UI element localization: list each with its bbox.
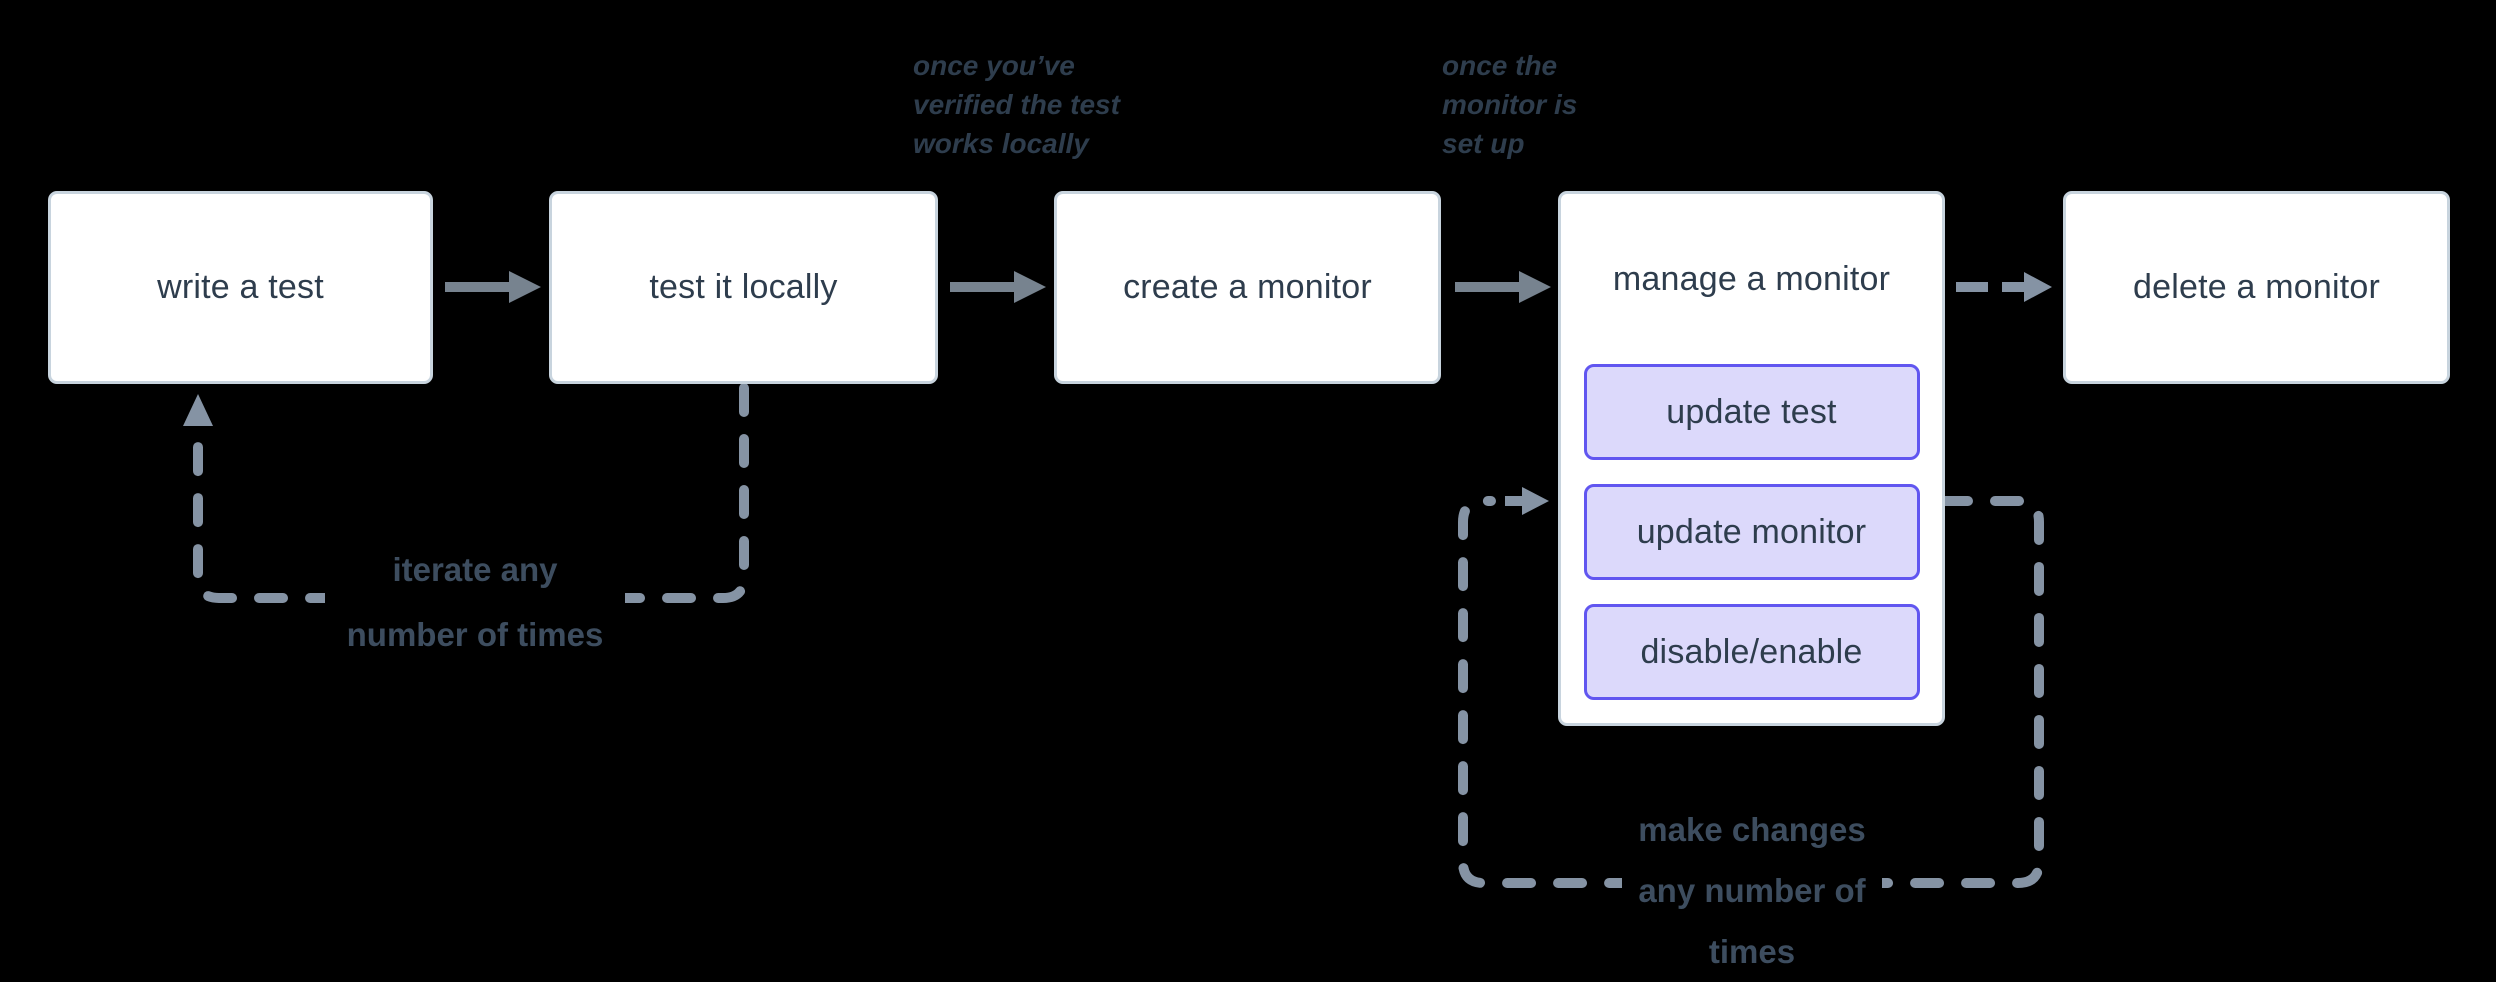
annotation-line: once you’ve [913,50,1075,81]
loop-changes-arrowhead [1522,487,1549,515]
subbox-update-test: update test [1583,364,1920,460]
node-label: create a monitor [1123,268,1372,306]
loop-label-line: make changes [1638,811,1866,848]
subbox-update-monitor: update monitor [1583,484,1920,580]
loop-label-line: iterate any [392,551,558,588]
annotation-line: works locally [913,128,1089,159]
node-label: delete a monitor [2132,268,2380,306]
loop-label-line: any number of [1638,872,1866,909]
annotation-verified-locally: once you’ve verified the test works loca… [913,46,1120,163]
loop-changes [1458,487,2044,888]
node-label: write a test [157,268,324,306]
loop-changes-path [1458,496,2044,888]
subbox-disable-enable: disable/enable [1583,604,1920,700]
loop-label-line: times [1708,933,1796,970]
annotation-line: verified the test [913,89,1120,120]
loop-label-line: number of times [346,616,604,653]
annotation-monitor-setup: once the monitor is set up [1442,46,1577,163]
loop-iterate-arrowhead [183,394,213,426]
arrow-test-to-create [950,271,1046,303]
arrow-create-to-manage [1455,271,1551,303]
loop-label-make-changes: make changes any number of times [1622,799,1882,982]
node-delete-monitor: delete a monitor [2063,191,2450,384]
loop-label-iterate: iterate any number of times [325,537,625,667]
node-create-monitor: create a monitor [1054,191,1441,384]
annotation-line: monitor is [1442,89,1578,120]
arrow-write-to-test [445,271,541,303]
node-label: test it locally [649,268,838,306]
node-label: manage a monitor [1612,259,1891,298]
node-write-test: write a test [48,191,433,384]
annotation-line: set up [1442,128,1525,159]
arrow-manage-to-delete-dashed [1956,272,2052,302]
node-manage-monitor: manage a monitor update test update moni… [1558,191,1945,726]
annotation-line: once the [1442,50,1558,81]
node-test-locally: test it locally [549,191,938,384]
